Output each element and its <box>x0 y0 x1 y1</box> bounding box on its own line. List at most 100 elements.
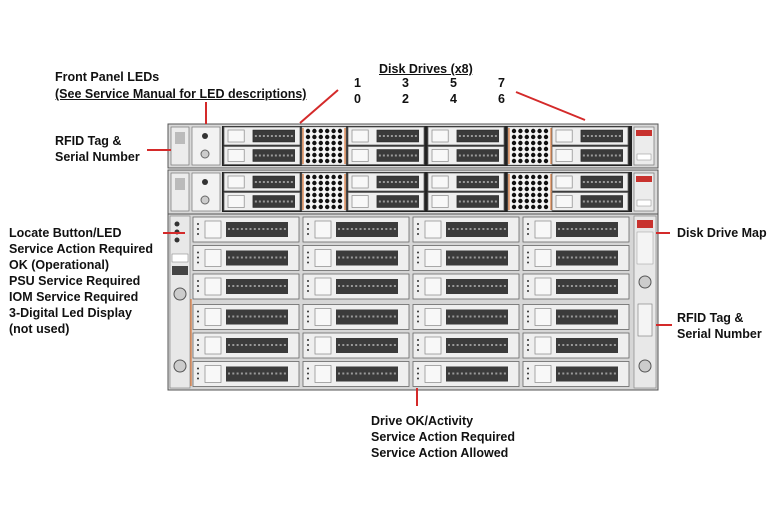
ok-label: OK (Operational) <box>9 258 110 272</box>
vent-hole <box>531 174 536 180</box>
grille-hole <box>575 285 578 287</box>
drive-latch <box>204 308 222 326</box>
grille-hole <box>598 181 601 183</box>
vent-hole <box>531 186 536 192</box>
power-button <box>200 149 210 159</box>
vent-hole <box>325 152 330 158</box>
grille-hole <box>602 181 605 183</box>
vent-hole <box>543 204 549 210</box>
grille-hole <box>350 344 353 346</box>
drive-vent-grille <box>556 338 618 353</box>
grille-hole <box>270 135 273 137</box>
grille-hole <box>283 315 286 318</box>
grille-hole <box>355 315 358 318</box>
vent-hole <box>305 134 311 140</box>
drive-vent-grille <box>556 250 618 266</box>
drive-remove-led <box>197 261 199 264</box>
vent-hole <box>318 146 323 152</box>
grille-hole <box>448 256 450 259</box>
drive-remove-led <box>417 290 419 292</box>
grille-hole <box>385 256 388 259</box>
grille-hole <box>579 228 582 230</box>
grille-hole <box>355 256 358 259</box>
vent-hole <box>331 152 336 158</box>
grille-hole <box>601 344 603 346</box>
grille-hole <box>583 344 586 346</box>
grille-hole <box>566 285 569 287</box>
grille-hole <box>613 256 616 259</box>
grille-hole <box>254 200 257 203</box>
grille-hole <box>359 285 362 287</box>
grille-hole <box>283 256 286 259</box>
grille-hole <box>473 228 476 230</box>
grille-hole <box>586 200 589 203</box>
grille-hole <box>452 315 455 318</box>
grille-hole <box>342 256 345 259</box>
grille-hole <box>258 372 261 375</box>
vent-hole <box>511 192 517 198</box>
grille-hole <box>228 256 230 259</box>
vent-hole <box>524 134 529 140</box>
drive-ok-led <box>197 251 199 254</box>
grille-hole <box>275 228 278 230</box>
grille-hole <box>458 200 461 203</box>
grille-hole <box>605 372 608 375</box>
drive-ok-led <box>197 367 199 370</box>
grille-hole <box>262 344 265 346</box>
grille-hole <box>609 344 612 346</box>
grille-hole <box>390 135 393 137</box>
grille-hole <box>495 256 498 259</box>
grille-hole <box>594 135 597 137</box>
drive-ok-led <box>417 251 419 254</box>
drive-ok-led <box>307 310 309 313</box>
grille-hole <box>456 372 459 375</box>
service-action-label: Service Action Required <box>9 242 154 256</box>
grille-hole <box>558 315 560 318</box>
grille-hole <box>278 181 281 183</box>
disk-number: 3 <box>402 76 409 90</box>
grille-hole <box>253 285 256 287</box>
grille-hole <box>566 256 569 259</box>
grille-hole <box>598 135 601 137</box>
vent-hole <box>312 180 317 186</box>
grille-hole <box>460 285 463 287</box>
not-used-label: (not used) <box>9 322 70 336</box>
grille-hole <box>588 228 591 230</box>
grille-hole <box>410 154 413 157</box>
vent-panel <box>507 172 553 212</box>
grille-hole <box>376 228 379 230</box>
grille-hole <box>486 154 489 157</box>
grille-hole <box>275 372 278 375</box>
grille-hole <box>290 154 293 157</box>
drive-latch <box>314 365 332 383</box>
grille-hole <box>470 181 473 183</box>
drive-vent-grille <box>556 222 618 237</box>
grille-hole <box>486 181 489 183</box>
grille-hole <box>382 181 385 183</box>
grille-hole <box>473 344 476 346</box>
grille-hole <box>266 256 269 259</box>
grille-hole <box>286 135 289 137</box>
grille-hole <box>262 372 265 375</box>
grille-hole <box>398 135 401 137</box>
grille-hole <box>253 344 256 346</box>
vent-hole <box>337 128 343 134</box>
grille-hole <box>486 372 489 375</box>
grille-hole <box>389 372 392 375</box>
vent-hole <box>318 180 323 186</box>
grille-hole <box>376 285 379 287</box>
grille-hole <box>473 315 476 318</box>
grille-hole <box>613 285 616 287</box>
drive-vent-grille <box>336 309 398 325</box>
vent-hole <box>305 192 311 198</box>
drive-remove-led <box>307 349 309 351</box>
storage-drive <box>192 273 300 300</box>
grille-hole <box>342 344 345 346</box>
grille-hole <box>618 200 621 203</box>
grille-hole <box>406 154 409 157</box>
grille-hole <box>583 256 586 259</box>
grille-hole <box>613 228 616 230</box>
vent-hole <box>518 158 523 164</box>
grille-hole <box>491 315 493 318</box>
grille-hole <box>389 256 392 259</box>
